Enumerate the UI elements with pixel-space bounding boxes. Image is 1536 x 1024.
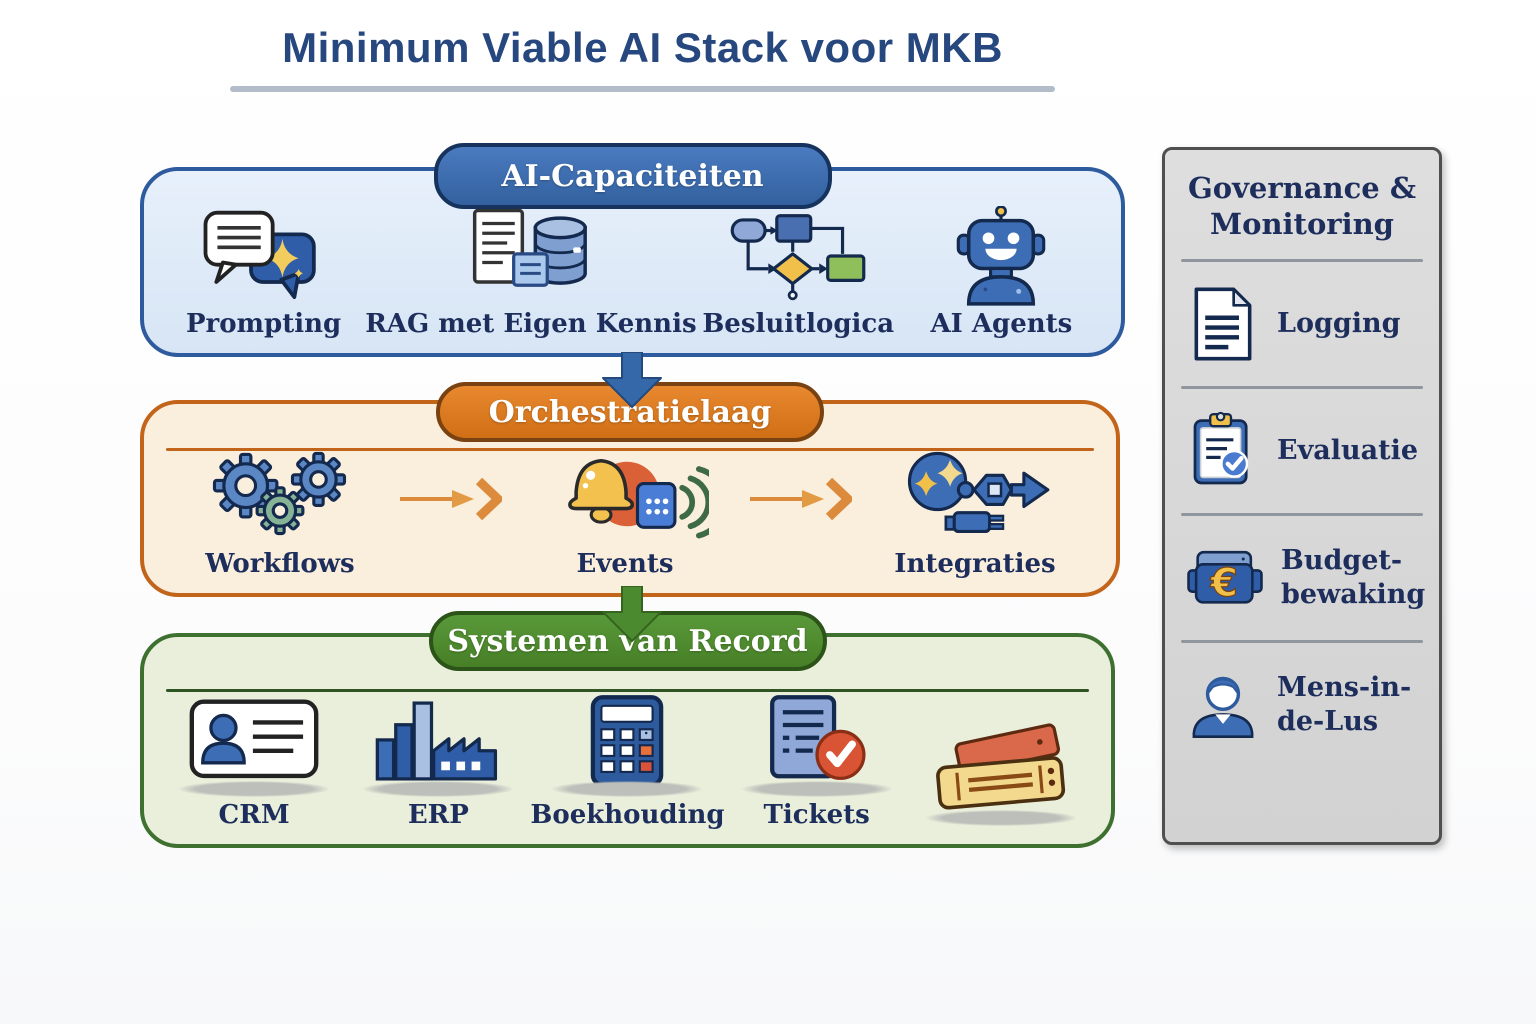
item-label: RAG met Eigen Kennis <box>365 309 697 340</box>
item-label: Tickets <box>763 800 870 831</box>
sidebar-item-label: Evaluatie <box>1277 434 1419 466</box>
flow-arrow-icon <box>400 477 502 521</box>
governance-panel: Governance & Monitoring Logging <box>1162 147 1442 845</box>
item-label: Integraties <box>894 549 1056 580</box>
bell-notification-icon <box>568 459 709 539</box>
item-ticket-stubs <box>909 722 1093 836</box>
item-prompting: Prompting <box>162 206 365 345</box>
item-events: Events <box>541 442 709 585</box>
icon-shadow <box>363 781 514 798</box>
governance-panel-title: Governance & Monitoring <box>1187 171 1417 242</box>
svg-text:€: € <box>1209 560 1238 606</box>
icon-shadow <box>552 781 703 798</box>
sidebar-item-logging: Logging <box>1165 278 1439 370</box>
plug-integration-icon <box>907 452 1050 534</box>
person-icon <box>1192 676 1254 738</box>
item-tickets: Tickets <box>725 693 909 836</box>
item-crm: CRM <box>162 693 346 836</box>
item-label: Prompting <box>185 309 342 340</box>
icon-shadow <box>925 810 1076 826</box>
item-ai-agents: AI Agents <box>900 206 1103 345</box>
item-erp: ERP <box>346 693 530 836</box>
wallet-euro-icon: € <box>1187 550 1263 606</box>
page-title: Minimum Viable AI Stack voor MKB <box>282 24 1003 71</box>
robot-icon <box>957 206 1046 307</box>
item-label: Workflows <box>205 549 355 580</box>
sidebar-item-budgetbewaking: € Budget-bewaking <box>1165 532 1439 624</box>
sidebar-divider <box>1181 512 1423 516</box>
layer-systemen-van-record: Systemen van Record CRM <box>140 611 1115 848</box>
record-system-items: CRM ERP <box>162 693 1093 836</box>
factory-chart-icon <box>376 701 498 781</box>
icon-shadow <box>741 781 892 798</box>
item-label: CRM <box>218 800 290 831</box>
sidebar-divider <box>1181 258 1423 262</box>
icon-shadow <box>179 781 330 798</box>
sidebar-divider <box>1181 639 1423 643</box>
gears-icon <box>212 452 347 536</box>
down-arrow-icon <box>602 352 662 408</box>
item-workflows: Workflows <box>201 442 359 585</box>
item-integraties: Integraties <box>891 442 1059 585</box>
layer-divider <box>166 448 1094 451</box>
orchestration-items: Workflows <box>162 452 1098 585</box>
item-label: AI Agents <box>930 309 1073 340</box>
sidebar-item-mens-in-de-lus: Mens-in-de-Lus <box>1165 659 1439 751</box>
item-rag: RAG met Eigen Kennis <box>365 206 697 345</box>
sidebar-divider <box>1181 385 1423 389</box>
item-label: ERP <box>407 800 469 831</box>
layer-ai-capaciteiten: AI-Capaciteiten Prompting <box>140 143 1125 357</box>
sidebar-item-evaluatie: Evaluatie <box>1165 405 1439 497</box>
layer-orchestratielaag: Orchestratielaag <box>140 382 1120 597</box>
sidebar-item-label: Budget-bewaking <box>1281 544 1426 610</box>
down-arrow-icon <box>602 586 662 642</box>
clipboard-check-icon <box>1193 411 1249 484</box>
chat-sparkle-icon <box>203 211 316 300</box>
flow-arrow-icon <box>750 477 852 521</box>
item-label: Events <box>576 549 674 580</box>
calculator-icon <box>591 695 664 788</box>
contact-card-icon <box>189 699 319 779</box>
flowchart-icon <box>730 214 866 301</box>
document-check-icon <box>769 695 866 781</box>
ticket-stubs-icon <box>935 723 1065 810</box>
log-document-icon <box>1194 287 1252 360</box>
sidebar-item-label: Mens-in-de-Lus <box>1277 671 1412 737</box>
sidebar-item-label: Logging <box>1277 307 1401 339</box>
document-database-icon <box>472 209 587 288</box>
layer-header-ai-capaciteiten: AI-Capaciteiten <box>433 143 832 209</box>
item-label: Boekhouding <box>530 800 725 831</box>
item-label: Besluitlogica <box>702 309 895 340</box>
ai-capability-items: Prompting <box>162 205 1103 345</box>
item-boekhouding: Boekhouding <box>530 693 725 836</box>
item-besluitlogica: Besluitlogica <box>697 206 900 345</box>
title-underline <box>230 86 1055 92</box>
layer-divider <box>166 689 1089 692</box>
